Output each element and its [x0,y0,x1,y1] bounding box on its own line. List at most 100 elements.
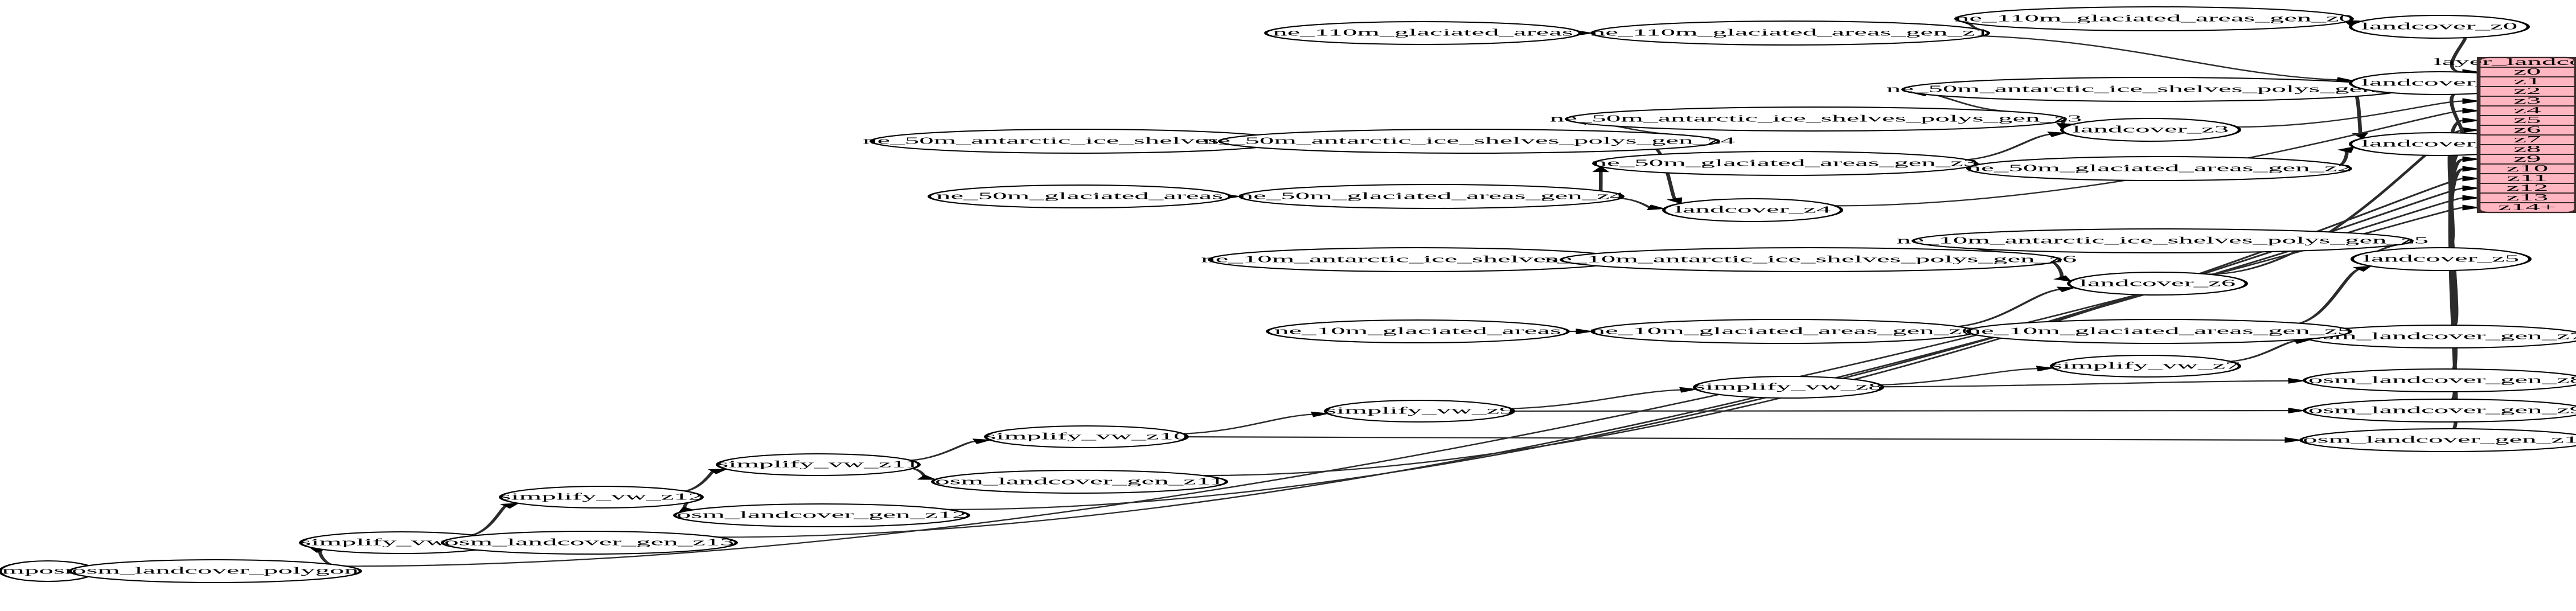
node-landcover_z0[interactable]: landcover_z0 [2349,15,2530,39]
table-row-z2-label: z2 [2513,85,2541,96]
node-label: ne_10m_antarctic_ice_shelves_polys_gen_z… [1545,254,2077,265]
arrowhead-landcover_z5-to-layer_landcover-z5 [2462,117,2481,124]
node-label: simplify_vw_z9 [1325,405,1513,416]
table-row-z3-label: z3 [2513,95,2541,106]
node-osm_landcover_gen_z11[interactable]: osm_landcover_gen_z11 [931,470,1228,494]
edge-osm_landcover_polygon-to-simplify_vw_z13 [318,550,333,565]
node-label: osm_landcover_gen_z10 [2303,434,2576,445]
node-label: ne_10m_glaciated_areas_gen_z6 [1591,326,1976,337]
arrowhead-ne_50m_antarctic_ice_shelves_polys_gen_z4-to-landcover_z4 [1666,197,1683,204]
node-label: ne_10m_antarctic_ice_shelves_polys [1201,254,1635,265]
node-label: simplify_vw_z11 [717,459,920,470]
node-shape [1590,20,1990,46]
node-shape [1592,151,1978,176]
node-shape [499,486,704,509]
node-osm_landcover_gen_z9[interactable]: osm_landcover_gen_z9 [2303,399,2576,423]
node-ne_50m_antarctic_ice_shelves_polys[interactable]: ne_50m_antarctic_ice_shelves_polys [863,129,1297,154]
node-simplify_vw_z7[interactable]: simplify_vw_z7 [2050,355,2241,378]
arrowhead-landcover_z3-to-layer_landcover-z3 [2462,98,2481,104]
node-shape [2303,399,2576,423]
edge-simplify_vw_z13-to-simplify_vw_z12 [471,506,507,536]
node-shape [1266,319,1570,343]
node-shape [716,453,921,476]
arrowhead-simplify_vw_z10-to-simplify_vw_z9 [1310,411,1330,417]
node-ne_10m_glaciated_areas_gen_z5[interactable]: ne_10m_glaciated_areas_gen_z5 [1966,319,2352,344]
node-label: osm_landcover_gen_z9 [2308,405,2576,416]
edge-simplify_vw_z12-to-simplify_vw_z11 [683,470,715,492]
arrowhead-ne_50m_glaciated_areas_gen_z4-to-ne_50m_glaciated_areas_gen_z3 [1592,166,1610,173]
arrowhead-ne_10m_glaciated_areas_gen_z5-to-landcover_z5 [2352,265,2373,272]
node-ne_50m_glaciated_areas_gen_z3[interactable]: ne_50m_glaciated_areas_gen_z3 [1592,151,1978,176]
arrowhead-simplify_vw_z11-to-simplify_vw_z10 [972,438,992,444]
node-simplify_vw_z9[interactable]: simplify_vw_z9 [1324,400,1515,423]
node-label: osm_landcover_gen_z8 [2308,375,2576,386]
node-shape [1565,106,2067,132]
node-shape [931,470,1228,494]
node-shape [928,184,1232,208]
node-osm_landcover_polygon[interactable]: osm_landcover_polygon [68,559,362,583]
node-ne_10m_antarctic_ice_shelves_polys_gen_z6[interactable]: ne_10m_antarctic_ice_shelves_polys_gen_z… [1545,247,2077,272]
table-row-z12-label: z12 [2507,182,2549,193]
node-osm_landcover_gen_z12[interactable]: osm_landcover_gen_z12 [673,503,970,527]
arrowhead-ne_10m_glaciated_areas-to-ne_10m_glaciated_areas_gen_z6 [1576,329,1594,334]
node-simplify_vw_z10[interactable]: simplify_vw_z10 [984,425,1189,448]
node-landcover_z4[interactable]: landcover_z4 [1662,198,1843,222]
node-osm_landcover_gen_z8[interactable]: osm_landcover_gen_z8 [2303,368,2576,392]
node-shape [1912,228,2414,253]
node-shape [1966,319,2352,344]
node-label: osm_landcover_gen_z7 [2308,331,2576,342]
node-shape [1966,156,2352,181]
node-osm_landcover_gen_z10[interactable]: osm_landcover_gen_z10 [2299,428,2576,452]
node-ne_10m_glaciated_areas[interactable]: ne_10m_glaciated_areas [1266,319,1570,343]
node-simplify_vw_z8[interactable]: simplify_vw_z8 [1693,376,1884,399]
arrowhead-simplify_vw_z11-to-osm_landcover_gen_z11 [917,474,938,480]
node-ne_10m_antarctic_ice_shelves_polys_gen_z5[interactable]: ne_10m_antarctic_ice_shelves_polys_gen_z… [1897,228,2429,253]
edge-simplify_vw_z8-to-simplify_vw_z7 [1880,368,2038,386]
node-ne_50m_glaciated_areas[interactable]: ne_50m_glaciated_areas [928,184,1232,208]
arrowhead-simplify_vw_z8-to-simplify_vw_z7 [2036,366,2056,372]
node-simplify_vw_z11[interactable]: simplify_vw_z11 [716,453,921,476]
node-label: osm_landcover_gen_z11 [935,476,1224,487]
edge-simplify_vw_z11-to-osm_landcover_gen_z11 [911,468,926,478]
edge-simplify_vw_z8-to-osm_landcover_gen_z8 [1882,380,2290,388]
node-simplify_vw_z12[interactable]: simplify_vw_z12 [499,486,704,509]
table-row-z5-label: z5 [2513,114,2541,125]
node-ne_50m_glaciated_areas_gen_z2[interactable]: ne_50m_glaciated_areas_gen_z2 [1966,156,2352,181]
node-label: ne_50m_antarctic_ice_shelves_polys [863,136,1297,146]
node-ne_10m_glaciated_areas_gen_z6[interactable]: ne_10m_glaciated_areas_gen_z6 [1590,319,1976,344]
node-label: landcover_z5 [2363,253,2520,264]
node-landcover_z6[interactable]: landcover_z6 [2067,272,2248,296]
node-ne_50m_antarctic_ice_shelves_polys_gen_z4[interactable]: ne_50m_antarctic_ice_shelves_polys_gen_z… [1203,129,1735,154]
table-row-z13-label: z13 [2507,192,2549,203]
node-shape [1238,184,1625,209]
arrowhead-osm_landcover_gen_z13-to-layer_landcover-z13 [2462,195,2481,201]
node-shape [2067,272,2248,296]
node-landcover_z5[interactable]: landcover_z5 [2351,247,2532,271]
arrowhead-landcover_z6-to-layer_landcover-z6 [2462,127,2481,133]
arrowhead-osm_landcover_polygon-to-layer_landcover-z14- [2462,204,2481,211]
node-ne_110m_glaciated_areas_gen_z1[interactable]: ne_110m_glaciated_areas_gen_z1 [1590,20,1990,46]
node-ne_110m_glaciated_areas[interactable]: ne_110m_glaciated_areas [1264,21,1582,45]
edge-osm_landcover_gen_z13-to-layer_landcover-z13 [718,197,2464,538]
node-osm_landcover_gen_z13[interactable]: osm_landcover_gen_z13 [441,531,738,555]
node-shape [1693,376,1884,399]
node-ne_50m_glaciated_areas_gen_z4[interactable]: ne_50m_glaciated_areas_gen_z4 [1238,184,1625,209]
node-label: ne_50m_antarctic_ice_shelves_polys_gen_z… [1203,136,1735,146]
edge-ne_10m_antarctic_ice_shelves_polys_gen_z6-to-landcover_z6 [2051,262,2064,278]
edge-ne_110m_glaciated_areas_gen_z1-to-landcover_z1 [1982,35,2338,81]
node-shape [1218,129,1720,154]
node-shape [1954,6,2354,31]
node-ne_50m_antarctic_ice_shelves_polys_gen_z2[interactable]: ne_50m_antarctic_ice_shelves_polys_gen_z… [1886,77,2418,102]
arrowhead-simplify_vw_z12-to-simplify_vw_z11 [708,469,728,474]
arrowhead-ne_50m_glaciated_areas_gen_z2-to-landcover_z2 [2337,146,2355,153]
table-outline [2476,56,2576,214]
node-ne_110m_glaciated_areas_gen_z0[interactable]: ne_110m_glaciated_areas_gen_z0 [1954,6,2354,31]
node-ne_50m_antarctic_ice_shelves_polys_gen_z3[interactable]: ne_50m_antarctic_ice_shelves_polys_gen_z… [1550,106,2082,132]
node-landcover_z3[interactable]: landcover_z3 [2060,118,2241,142]
edge-simplify_vw_z7-to-osm_landcover_gen_z7 [2229,341,2296,362]
node-label: ne_50m_glaciated_areas_gen_z3 [1593,158,1978,169]
node-shape [441,531,738,555]
node-label: simplify_vw_z10 [985,431,1188,442]
table-row-z10-label: z10 [2507,163,2549,174]
